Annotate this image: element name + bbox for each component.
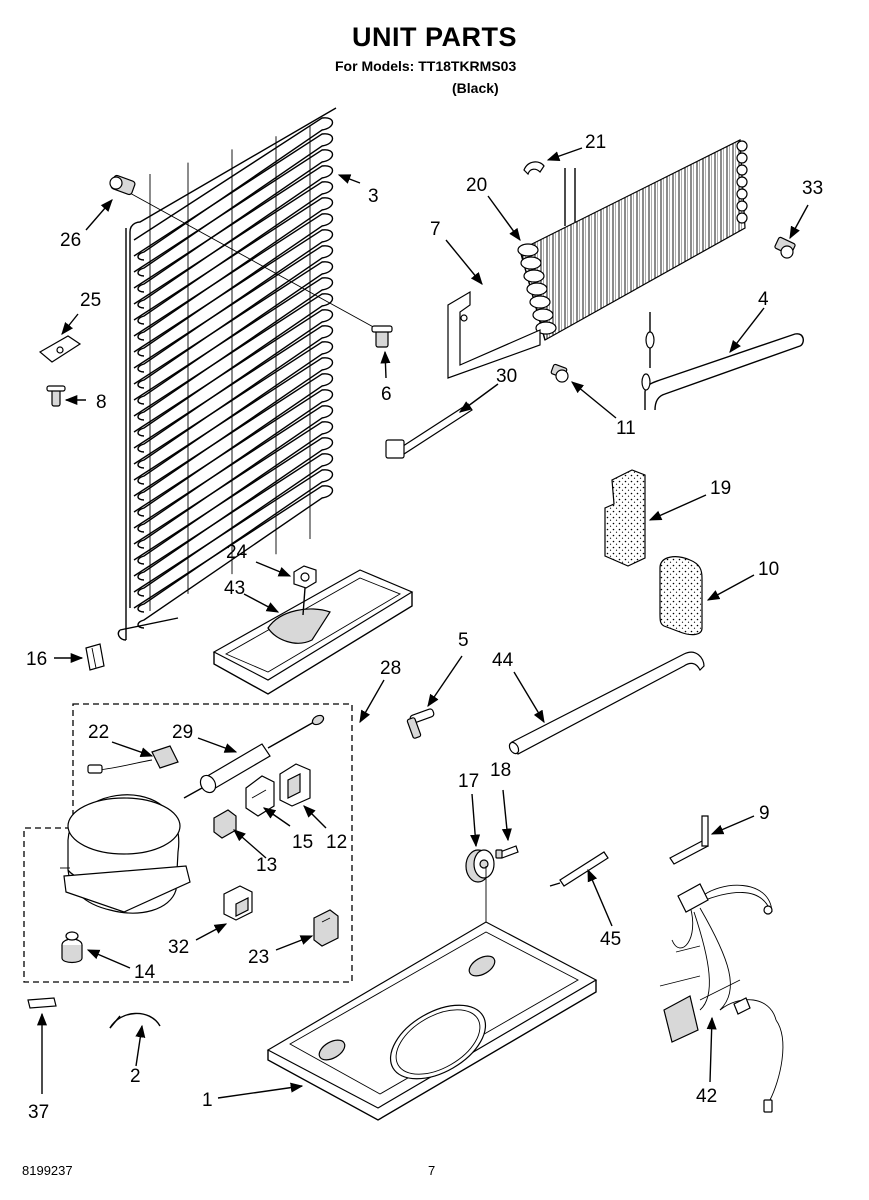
doc-number: 8199237 [22,1163,73,1178]
page-number: 7 [428,1163,436,1178]
screw-26 [109,174,136,196]
condenser-coil [117,107,387,641]
callout-19: 19 [710,478,731,499]
callout-12: 12 [326,832,347,853]
callout-5: 5 [458,630,469,651]
screw-8 [46,385,66,407]
callout-1: 1 [202,1090,213,1111]
wheel-17 [465,849,495,883]
compressor [60,794,191,914]
screw-6 [371,325,393,348]
callout-15: 15 [292,832,313,853]
part-32 [223,885,253,921]
callout-16: 16 [26,649,47,670]
nut-24 [293,565,317,616]
callout-4: 4 [758,289,769,310]
kit-28-border [23,703,353,983]
callout-8: 8 [96,392,107,413]
rod-45 [549,851,609,887]
callout-7: 7 [430,219,441,240]
base-tray-1 [266,866,598,1121]
page-title: UNIT PARTS [352,22,517,52]
leader-lines [36,147,809,1099]
fin-coil-assembly [517,139,748,341]
terminal-13 [213,809,237,839]
grommet-14 [61,931,83,964]
callout-9: 9 [759,803,770,824]
callout-13: 13 [256,855,277,876]
callout-22: 22 [88,722,109,743]
callout-42: 42 [696,1086,717,1107]
relay-15 [245,775,275,817]
screw-5 [406,708,435,739]
pin-9 [669,815,709,865]
callout-43: 43 [224,578,245,599]
callout-20: 20 [466,175,487,196]
screw-11 [550,363,569,383]
bracket-7 [447,290,541,379]
callout-14: 14 [134,962,156,983]
callout-29: 29 [172,722,193,743]
clip-16 [85,643,105,671]
callout-37: 37 [28,1102,49,1123]
pin-18 [495,845,519,859]
models-line: For Models: TT18TKRMS03 [335,58,517,74]
callout-32: 32 [168,937,189,958]
callout-11: 11 [616,418,636,439]
foam-block-19 [604,469,646,567]
heater-loop-4 [641,312,804,411]
overload-12 [279,763,311,807]
color-line: (Black) [452,80,499,96]
callout-45: 45 [600,929,621,950]
wire-harness-42 [659,883,784,1113]
clip-21 [523,161,545,176]
foam-block-10 [659,556,703,636]
callout-24: 24 [226,542,248,563]
part-23 [313,909,339,947]
drain-pan-43 [212,569,414,695]
callout-25: 25 [80,290,101,311]
callout-26: 26 [60,230,81,251]
callout-21: 21 [585,132,606,153]
overload-22 [87,745,179,774]
callout-33: 33 [802,178,823,199]
cable-tie-30 [385,403,473,459]
callout-18: 18 [490,760,511,781]
screw-33 [774,236,796,259]
part-37 [27,997,57,1009]
tube-44 [508,651,705,755]
callout-28: 28 [380,658,401,679]
bracket-25 [38,335,82,363]
callout-17: 17 [458,771,479,792]
drier-29 [183,714,325,799]
callout-10: 10 [758,559,779,580]
clip-2 [109,1012,161,1029]
callout-30: 30 [496,366,517,387]
callout-labels: 3 26 25 8 6 7 20 21 33 4 30 11 19 10 24 … [26,132,823,1123]
callout-23: 23 [248,947,269,968]
callout-6: 6 [381,384,392,405]
callout-2: 2 [130,1066,141,1087]
callout-44: 44 [492,650,514,671]
callout-3: 3 [368,186,379,207]
